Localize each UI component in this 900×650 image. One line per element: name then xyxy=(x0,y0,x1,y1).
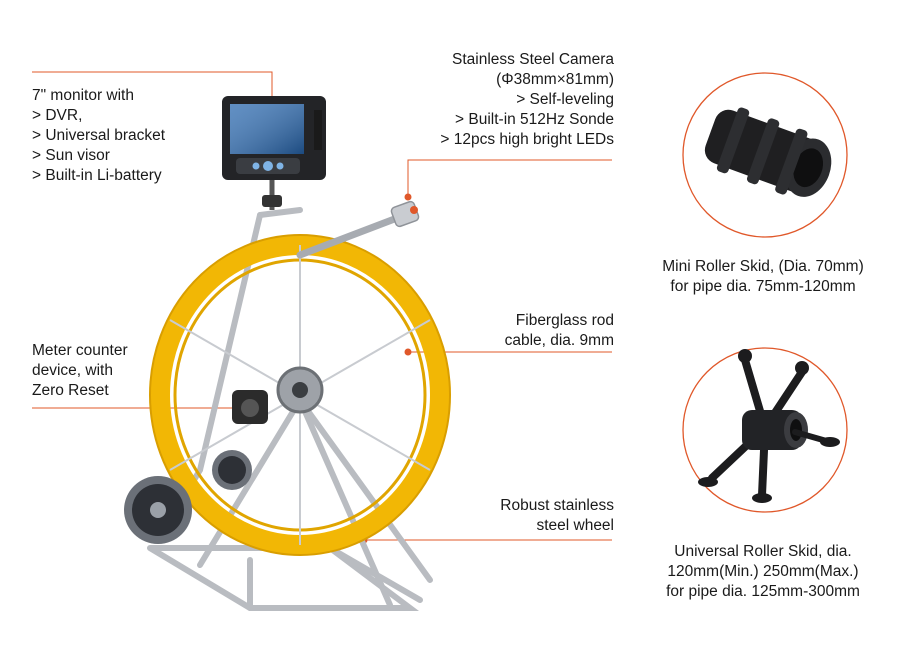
meter-callout: Meter counter device, with Zero Reset xyxy=(32,341,128,401)
meter-line-1: Meter counter xyxy=(32,342,128,359)
camera-callout: Stainless Steel Camera (Φ38mm×81mm) > Se… xyxy=(440,50,614,150)
reel xyxy=(149,234,451,556)
wheel-callout: Robust stainless steel wheel xyxy=(500,496,614,536)
monitor-line-3: > Universal bracket xyxy=(32,127,166,144)
camera-line-5: > 12pcs high bright LEDs xyxy=(440,131,614,148)
mini-skid-line-1: Mini Roller Skid, (Dia. 70mm) xyxy=(662,258,864,275)
meter-counter xyxy=(232,390,268,424)
universal-skid-line-2: 120mm(Min.) 250mm(Max.) xyxy=(667,563,859,580)
wheel-rear xyxy=(212,450,252,490)
monitor-line-2: > DVR, xyxy=(32,107,83,124)
wheel xyxy=(124,476,192,544)
mini-skid-caption: Mini Roller Skid, (Dia. 70mm) for pipe d… xyxy=(640,257,886,297)
meter-line-2: device, with xyxy=(32,362,113,379)
wheel-line-2: steel wheel xyxy=(536,517,614,534)
leader-camera xyxy=(407,159,612,196)
camera-line-1: Stainless Steel Camera xyxy=(452,51,614,68)
monitor-line-1: 7" monitor with xyxy=(32,87,134,104)
monitor xyxy=(222,96,326,210)
camera-line-2: (Φ38mm×81mm) xyxy=(496,71,614,88)
camera-line-4: > Built-in 512Hz Sonde xyxy=(455,111,614,128)
rod-line-2: cable, dia. 9mm xyxy=(504,332,614,349)
universal-skid-line-1: Universal Roller Skid, dia. xyxy=(674,543,852,560)
universal-roller-skid-image xyxy=(682,347,848,513)
mini-skid-line-2: for pipe dia. 75mm-120mm xyxy=(670,278,856,295)
camera-rod xyxy=(296,200,420,259)
meter-line-3: Zero Reset xyxy=(32,382,109,399)
monitor-callout: 7" monitor with > DVR, > Universal brack… xyxy=(32,86,165,186)
wheel-line-1: Robust stainless xyxy=(500,497,614,514)
rod-callout: Fiberglass rod cable, dia. 9mm xyxy=(505,311,614,351)
universal-skid-caption: Universal Roller Skid, dia. 120mm(Min.) … xyxy=(640,542,886,602)
monitor-line-4: > Sun visor xyxy=(32,147,110,164)
camera-line-3: > Self-leveling xyxy=(516,91,614,108)
mini-roller-skid-image xyxy=(682,72,848,238)
universal-skid-line-3: for pipe dia. 125mm-300mm xyxy=(666,583,860,600)
monitor-line-5: > Built-in Li-battery xyxy=(32,167,162,184)
rod-line-1: Fiberglass rod xyxy=(515,312,614,329)
